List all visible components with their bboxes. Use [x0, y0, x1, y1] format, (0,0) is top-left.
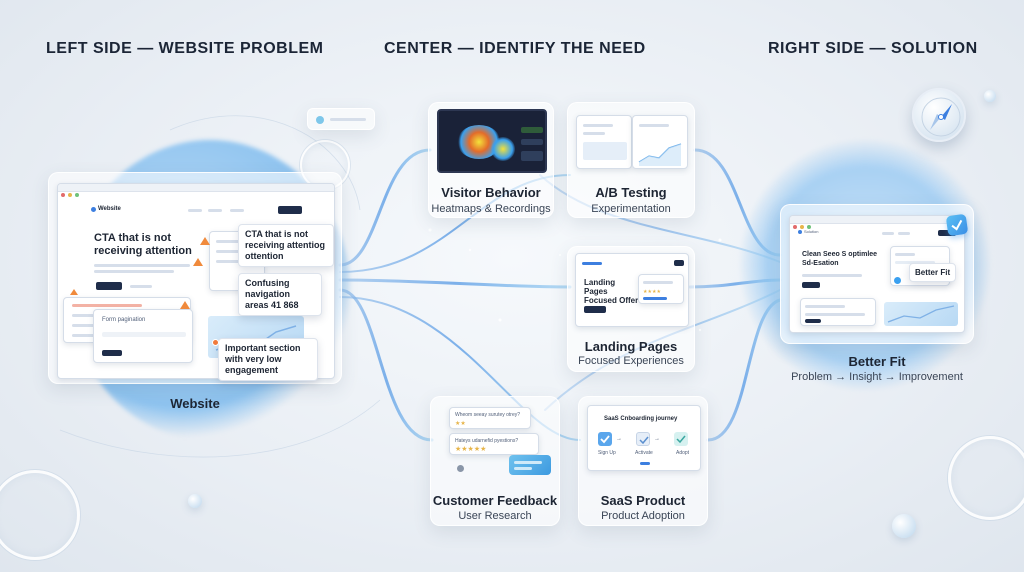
feedback-question-2: Hateys udarnefid pyestions? ★★★★★ [449, 433, 539, 455]
ab-title: A/B Testing [595, 185, 667, 200]
solution-title: Better Fit [848, 354, 906, 369]
warning-icon-list [70, 289, 78, 295]
landing-mock: Landing Pages Focused Offer ★★★★ [575, 253, 689, 327]
feedback-q2: Hateys udarnefid pyestions? [455, 438, 519, 444]
website-form-card: Form pagination [93, 309, 193, 363]
saas-step-3: Adopt [676, 450, 690, 456]
landing-subtitle: Focused Experiences [578, 355, 684, 367]
visitor-title: Visitor Behavior [441, 185, 541, 200]
feedback-stars: ★★★★★ [455, 446, 487, 453]
solution-panel: Solution Clean Seeo S optimlee Sd-Esatio… [780, 204, 974, 344]
left-orbit-arc-2 [59, 399, 381, 458]
compass-icon [912, 88, 966, 142]
card-visitor-behavior[interactable]: Visitor Behavior Heatmaps & Recordings [428, 102, 554, 218]
feedback-subtitle: User Research [458, 510, 532, 522]
activate-step-icon [636, 432, 650, 446]
solution-mock-title: Clean Seeo S optimlee Sd-Esation [802, 251, 878, 267]
website-nav-button[interactable] [278, 206, 302, 214]
ring-bottom-left [0, 470, 80, 560]
ab-variant-b [632, 115, 688, 169]
landing-mock-title: Landing Pages Focused Offer [584, 278, 639, 305]
website-section-label: Form pagination [102, 317, 146, 323]
bubble-top-right [984, 90, 996, 102]
feedback-title: Customer Feedback [432, 493, 558, 508]
bubble-bottom-left [188, 494, 202, 508]
solution-chart-block [884, 302, 958, 326]
heading-left: LEFT SIDE — WEBSITE PROBLEM [46, 40, 324, 57]
card-landing-pages[interactable]: Landing Pages Focused Offer ★★★★ Landing… [567, 246, 695, 372]
website-hero-title: CTA that is not receiving attention [94, 232, 192, 257]
warning-icon-cta [200, 237, 210, 245]
callout-engagement: Important section with very low engageme… [218, 338, 318, 381]
landing-mock-button[interactable] [584, 306, 606, 313]
saas-mock: SaaS Cnboarding journey → → Sign Up Acti… [587, 405, 701, 471]
solution-better-fit-badge: Better Fit [909, 263, 957, 282]
callout-navigation: Confusing navigation areas 41 868 [238, 273, 322, 316]
card-ab-testing[interactable]: A/B Testing Experimentation [567, 102, 695, 218]
left-orbit-arc [169, 115, 361, 211]
bubble-bottom-right [892, 514, 916, 538]
flow-landing-to-solution [688, 278, 782, 289]
flow-to-landing [338, 278, 572, 289]
flow-to-feedback [338, 288, 434, 442]
solution-nav-button[interactable] [938, 230, 956, 236]
check-icon [598, 432, 612, 446]
flow-saas-to-solution [706, 298, 782, 442]
saas-step-1: Sign Up [598, 450, 616, 456]
flow-ab-to-solution [693, 148, 782, 257]
visitor-subtitle: Heatmaps & Recordings [431, 203, 551, 215]
ring-bottom-right [948, 436, 1024, 520]
solution-logo-icon [798, 230, 802, 234]
saas-step-2: Activate [635, 450, 653, 456]
card-customer-feedback[interactable]: Wheom seeay surutey otrey? ★★ Hateys uda… [430, 396, 560, 526]
heading-center: CENTER — IDENTIFY THE NEED [384, 40, 646, 57]
warning-icon-engagement [180, 301, 190, 309]
warning-icon-navigation [193, 258, 203, 266]
solution-browser: Solution Clean Seeo S optimlee Sd-Esatio… [789, 215, 965, 333]
ab-subtitle: Experimentation [591, 203, 671, 215]
heading-right: RIGHT SIDE — SOLUTION [768, 40, 978, 57]
adopt-step-icon [674, 432, 688, 446]
saas-mock-title: SaaS Cnboarding journey [604, 416, 678, 422]
solution-cta-button[interactable] [802, 282, 820, 288]
landing-title: Landing Pages [584, 339, 678, 354]
ab-variant-a [576, 115, 632, 169]
website-logo-icon [91, 207, 96, 212]
feedback-chat-bubble [509, 455, 551, 475]
solution-subtitle: Problem → Insight → Improvement [791, 371, 963, 383]
check-badge-icon [945, 213, 969, 237]
feedback-avatar [457, 465, 464, 472]
pin-engagement [212, 339, 219, 346]
flow-top-sweep [539, 174, 781, 263]
floating-pill [307, 108, 375, 130]
feedback-question-1: Wheom seeay surutey otrey? ★★ [449, 407, 531, 429]
website-cta-button[interactable] [96, 282, 122, 290]
saas-subtitle: Product Adoption [601, 510, 685, 522]
saas-title: SaaS Product [600, 493, 686, 508]
website-label: Website [170, 396, 220, 411]
heatmap-screen [437, 109, 547, 173]
solution-logo: Solution [804, 229, 819, 234]
website-form-button[interactable] [102, 350, 122, 356]
website-logo: Website [98, 206, 121, 212]
callout-cta: CTA that is not receiving attentiog otte… [238, 224, 334, 267]
feedback-q1: Wheom seeay surutey otrey? [455, 412, 521, 418]
card-saas-product[interactable]: SaaS Cnboarding journey → → Sign Up Acti… [578, 396, 708, 526]
solution-check-small [894, 277, 901, 284]
flow-to-visitor [338, 148, 432, 267]
